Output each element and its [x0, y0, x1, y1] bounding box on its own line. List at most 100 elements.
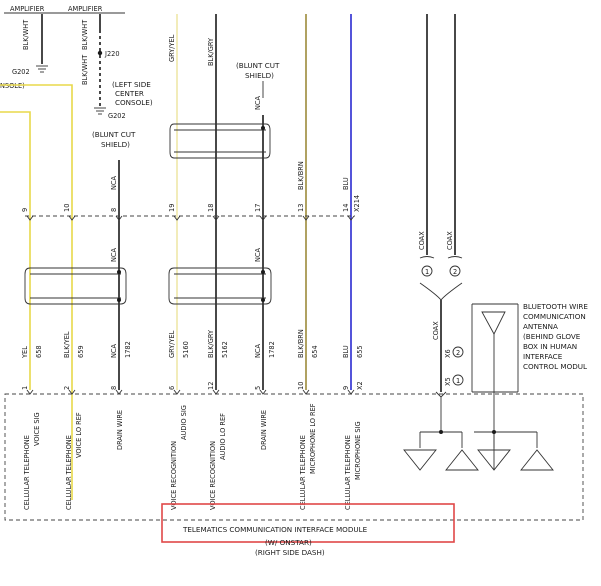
wire5-func-line2: AUDIO LO REF [219, 413, 227, 460]
wire8-func-line1: CELLULAR TELEPHONE [344, 435, 352, 510]
antenna-line1: BLUETOOTH WIRE [523, 302, 588, 311]
svg-text:17: 17 [254, 204, 262, 212]
left-center-console-line1: (LEFT SIDE [112, 80, 151, 89]
left-center-console-line2: CENTER [115, 89, 144, 98]
coax-circle-1 [421, 265, 433, 277]
wire-yel-route [0, 84, 73, 500]
wire8-circuit: 655 [356, 345, 364, 358]
svg-text:13: 13 [297, 204, 305, 212]
wire2-func-line1: CELLULAR TELEPHONE [65, 435, 73, 510]
amplifier-label-right: AMPLIFIER [68, 5, 103, 13]
nca-left-label: NCA [110, 175, 118, 190]
wire1-func-line1: CELLULAR TELEPHONE [23, 435, 31, 510]
antenna-line5: BOX IN HUMAN [523, 342, 577, 351]
wire8-color: BLU [342, 345, 350, 358]
wire1-circuit: 658 [35, 345, 43, 358]
antenna-symbol [471, 303, 519, 470]
x214-pin-6: 17 [254, 204, 267, 221]
wire6-circuit: 1782 [268, 341, 276, 358]
shield-left-line2: SHIELD) [101, 140, 130, 149]
shield-lower-left [24, 267, 127, 305]
wire7-func-line1: CELLULAR TELEPHONE [299, 435, 307, 510]
wire6-pin: 5 [254, 386, 262, 390]
module-name: TELEMATICS COMMUNICATION INTERFACE MODUL… [182, 525, 368, 534]
module-sub2: (RIGHT SIDE DASH) [255, 548, 325, 557]
wire4-circuit: 5160 [182, 341, 190, 358]
wire7-pin: 10 [297, 382, 305, 390]
svg-text:1: 1 [425, 268, 429, 276]
wire7-color: BLK/BRN [297, 329, 305, 358]
svg-text:9: 9 [21, 208, 29, 212]
amplifier-label-left: AMPLIFIER [10, 5, 45, 13]
x214-pin-4: 19 [168, 204, 181, 221]
antenna-line2: COMMUNICATION [523, 312, 586, 321]
top-wire-color-2: BLK/WHT [81, 19, 89, 50]
wire7-circuit: 654 [311, 345, 319, 358]
ground-symbol-right [94, 107, 106, 115]
svg-text:14: 14 [342, 204, 350, 212]
upper-color-nca: NCA [254, 95, 262, 110]
svg-text:18: 18 [207, 204, 215, 212]
coax-circle-2 [449, 265, 461, 277]
g202-label-right: G202 [108, 112, 126, 120]
wire1-color: YEL [21, 346, 29, 359]
wire1-pin: 1 [21, 386, 29, 390]
coax-top-label-2: COAX [446, 231, 454, 250]
top-wire-color-1: BLK/WHT [22, 19, 30, 50]
wire3-circuit: 1782 [124, 341, 132, 358]
wire2-color: BLK/YEL [63, 331, 71, 358]
wire4-func-line2: AUDIO SIG [180, 405, 188, 440]
x214-pin-3: 8 [110, 208, 123, 221]
svg-text:10: 10 [63, 204, 71, 212]
wire1-func-line2: VOICE SIG [33, 412, 41, 446]
wire5-func-line1: VOICE RECOGNITION [209, 441, 217, 510]
wire8-pin: 9 [342, 386, 350, 390]
splice-j220 [97, 50, 103, 56]
antenna-line7: CONTROL MODUL [523, 362, 587, 371]
wire2-pin: 2 [63, 386, 71, 390]
wire7-func-line2: MICROPHONE LO REF [309, 403, 317, 474]
shield-right-line1: (BLUNT CUT [236, 61, 280, 70]
nsole-label: NSOLE) [0, 82, 25, 90]
antenna-line6: INTERFACE [523, 352, 563, 361]
wire-yel-left-branch [0, 111, 31, 390]
nca-lower-right: NCA [254, 247, 262, 262]
svg-text:19: 19 [168, 204, 176, 212]
wire4-color: GRY/YEL [168, 330, 176, 358]
svg-text:2: 2 [453, 268, 457, 276]
wire3-color: NCA [110, 343, 118, 358]
internal-coax-ground [403, 397, 479, 471]
coax-x5-label: X5 [444, 377, 452, 386]
internal-antenna-ground [474, 430, 554, 471]
module-sub1: (W/ ONSTAR) [265, 538, 312, 547]
upper-color-gry-yel: GRY/YEL [168, 34, 176, 62]
upper-color-blk-gry: BLK/GRY [207, 37, 215, 66]
wire6-func-line1: DRAIN WIRE [260, 410, 268, 450]
g202-label-left: G202 [12, 68, 30, 76]
antenna-line3: ANTENNA [523, 322, 558, 331]
wire6-color: NCA [254, 343, 262, 358]
top-wire-color-3: BLK/WHT [81, 54, 89, 85]
wire2-func-line2: VOICE LO REF [75, 412, 83, 458]
connector-x2-label: X2 [356, 381, 364, 390]
module-dashed-box [4, 393, 584, 521]
x214-pin-8: 14 [342, 204, 355, 221]
upper-color-blk-brn: BLK/BRN [297, 161, 305, 190]
coax-top-label-1: COAX [418, 231, 426, 250]
j220-label: J220 [104, 50, 120, 58]
wire3-func-line1: DRAIN WIRE [116, 410, 124, 450]
antenna-line4: (BEHIND GLOVE [523, 332, 581, 341]
connector-x214-label: X214 [353, 195, 361, 212]
wire8-func-line2: MICROPHONE SIG [354, 421, 362, 480]
upper-color-blu: BLU [342, 177, 350, 190]
left-center-console-line3: CONSOLE) [115, 98, 153, 107]
coax-x6-pin: 2 [456, 349, 460, 357]
coax-lower-label: COAX [432, 321, 440, 340]
coax-x6-label: X6 [444, 349, 452, 358]
shield-upper [169, 123, 271, 159]
wire5-circuit: 5162 [221, 341, 229, 358]
shield-right-line2: SHIELD) [245, 71, 274, 80]
wire4-pin: 6 [168, 386, 176, 390]
ground-symbol-left [36, 65, 48, 73]
